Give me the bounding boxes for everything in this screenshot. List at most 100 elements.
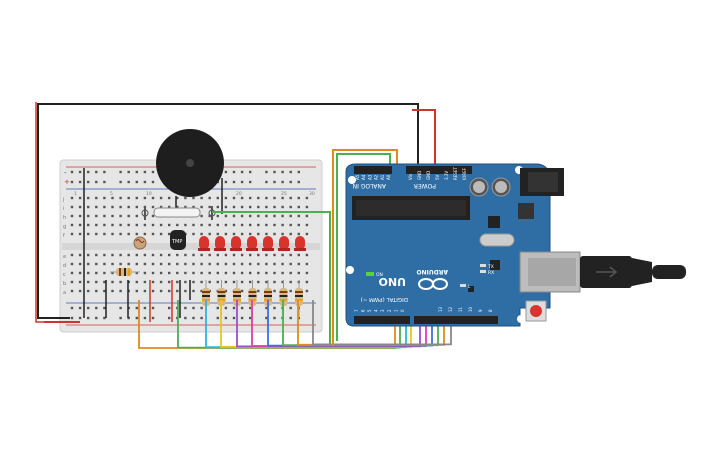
breadboard-hole[interactable] — [176, 271, 179, 275]
breadboard-hole[interactable] — [111, 271, 114, 275]
breadboard-hole[interactable] — [273, 280, 276, 284]
breadboard-hole[interactable] — [305, 253, 309, 257]
breadboard-hole[interactable] — [240, 271, 244, 275]
breadboard-hole[interactable] — [289, 232, 292, 236]
breadboard-hole[interactable] — [232, 214, 236, 218]
breadboard-hole[interactable] — [240, 223, 244, 227]
breadboard-hole[interactable] — [70, 262, 74, 266]
usb-cable[interactable] — [580, 256, 686, 288]
breadboard-hole[interactable] — [95, 196, 98, 200]
breadboard-hole[interactable] — [216, 196, 219, 200]
breadboard-hole[interactable] — [257, 214, 260, 218]
breadboard-hole[interactable] — [70, 196, 74, 200]
breadboard-hole[interactable] — [240, 232, 244, 236]
breadboard-hole[interactable] — [232, 280, 236, 284]
breadboard-hole[interactable] — [111, 196, 114, 200]
breadboard-hole[interactable] — [70, 232, 74, 236]
breadboard-hole[interactable] — [78, 253, 82, 257]
breadboard-hole[interactable] — [176, 205, 179, 209]
breadboard-hole[interactable] — [240, 205, 244, 209]
breadboard-hole[interactable] — [224, 253, 228, 257]
rail-hole[interactable] — [265, 316, 268, 320]
breadboard-hole[interactable] — [192, 196, 195, 200]
breadboard-hole[interactable] — [151, 280, 155, 284]
rail-hole[interactable] — [224, 170, 228, 174]
rail-hole[interactable] — [151, 306, 155, 310]
rail-hole[interactable] — [87, 316, 90, 320]
rail-hole[interactable] — [70, 316, 74, 320]
breadboard-hole[interactable] — [232, 271, 236, 275]
breadboard-hole[interactable] — [78, 205, 82, 209]
rail-hole[interactable] — [232, 170, 236, 174]
breadboard-hole[interactable] — [176, 289, 179, 293]
breadboard-hole[interactable] — [216, 223, 219, 227]
rail-hole[interactable] — [78, 306, 82, 310]
breadboard-hole[interactable] — [208, 232, 211, 236]
breadboard-hole[interactable] — [135, 223, 138, 227]
digital-header-high[interactable] — [414, 316, 498, 324]
breadboard-hole[interactable] — [224, 196, 228, 200]
breadboard-hole[interactable] — [127, 205, 130, 209]
breadboard-hole[interactable] — [305, 280, 309, 284]
breadboard-hole[interactable] — [103, 232, 106, 236]
breadboard-hole[interactable] — [297, 271, 300, 275]
breadboard-hole[interactable] — [111, 289, 114, 293]
breadboard-hole[interactable] — [184, 271, 187, 275]
breadboard-hole[interactable] — [216, 271, 219, 275]
arduino-uno[interactable]: ANALOG IN POWER DIGITAL (PWM ~) UNO ARDU… — [345, 163, 581, 327]
breadboard-hole[interactable] — [249, 214, 252, 218]
resistor[interactable] — [295, 280, 303, 318]
rail-hole[interactable] — [168, 316, 171, 320]
breadboard-hole[interactable] — [159, 205, 163, 209]
breadboard-hole[interactable] — [184, 280, 187, 284]
rail-hole[interactable] — [281, 180, 284, 184]
breadboard-hole[interactable] — [257, 262, 260, 266]
breadboard-hole[interactable] — [119, 205, 122, 209]
breadboard-hole[interactable] — [78, 271, 82, 275]
breadboard-hole[interactable] — [232, 253, 236, 257]
breadboard-hole[interactable] — [289, 262, 292, 266]
breadboard-hole[interactable] — [127, 223, 130, 227]
breadboard-hole[interactable] — [184, 196, 187, 200]
breadboard-hole[interactable] — [249, 223, 252, 227]
breadboard-hole[interactable] — [78, 289, 82, 293]
rail-hole[interactable] — [143, 306, 147, 310]
rail-hole[interactable] — [265, 180, 268, 184]
breadboard-hole[interactable] — [192, 271, 195, 275]
breadboard-hole[interactable] — [119, 214, 122, 218]
breadboard-hole[interactable] — [216, 280, 219, 284]
breadboard-hole[interactable] — [87, 262, 90, 266]
breadboard-hole[interactable] — [289, 271, 292, 275]
rail-hole[interactable] — [119, 316, 122, 320]
breadboard-hole[interactable] — [87, 253, 90, 257]
rail-hole[interactable] — [216, 306, 219, 310]
breadboard-hole[interactable] — [224, 289, 228, 293]
breadboard-hole[interactable] — [70, 280, 74, 284]
rail-hole[interactable] — [103, 170, 106, 174]
rail-hole[interactable] — [249, 316, 252, 320]
rail-hole[interactable] — [184, 316, 187, 320]
breadboard-hole[interactable] — [78, 232, 82, 236]
breadboard-hole[interactable] — [257, 205, 260, 209]
rail-hole[interactable] — [87, 170, 90, 174]
analog-header[interactable] — [354, 166, 392, 174]
breadboard-hole[interactable] — [273, 262, 276, 266]
breadboard-hole[interactable] — [111, 232, 114, 236]
breadboard-hole[interactable] — [135, 214, 138, 218]
breadboard-hole[interactable] — [200, 253, 203, 257]
breadboard-hole[interactable] — [249, 271, 252, 275]
breadboard-hole[interactable] — [240, 289, 244, 293]
breadboard[interactable]: + - j i h g f e d c b a 1 5 10 15 20 25 … — [59, 159, 323, 333]
breadboard-hole[interactable] — [265, 205, 268, 209]
breadboard-hole[interactable] — [151, 214, 155, 218]
breadboard-hole[interactable] — [135, 196, 138, 200]
breadboard-hole[interactable] — [135, 205, 138, 209]
rail-hole[interactable] — [103, 180, 106, 184]
breadboard-hole[interactable] — [111, 280, 114, 284]
rail-hole[interactable] — [87, 180, 90, 184]
rail-hole[interactable] — [232, 180, 236, 184]
breadboard-hole[interactable] — [305, 232, 309, 236]
rail-hole[interactable] — [232, 306, 236, 310]
breadboard-hole[interactable] — [232, 196, 236, 200]
rail-hole[interactable] — [151, 180, 155, 184]
